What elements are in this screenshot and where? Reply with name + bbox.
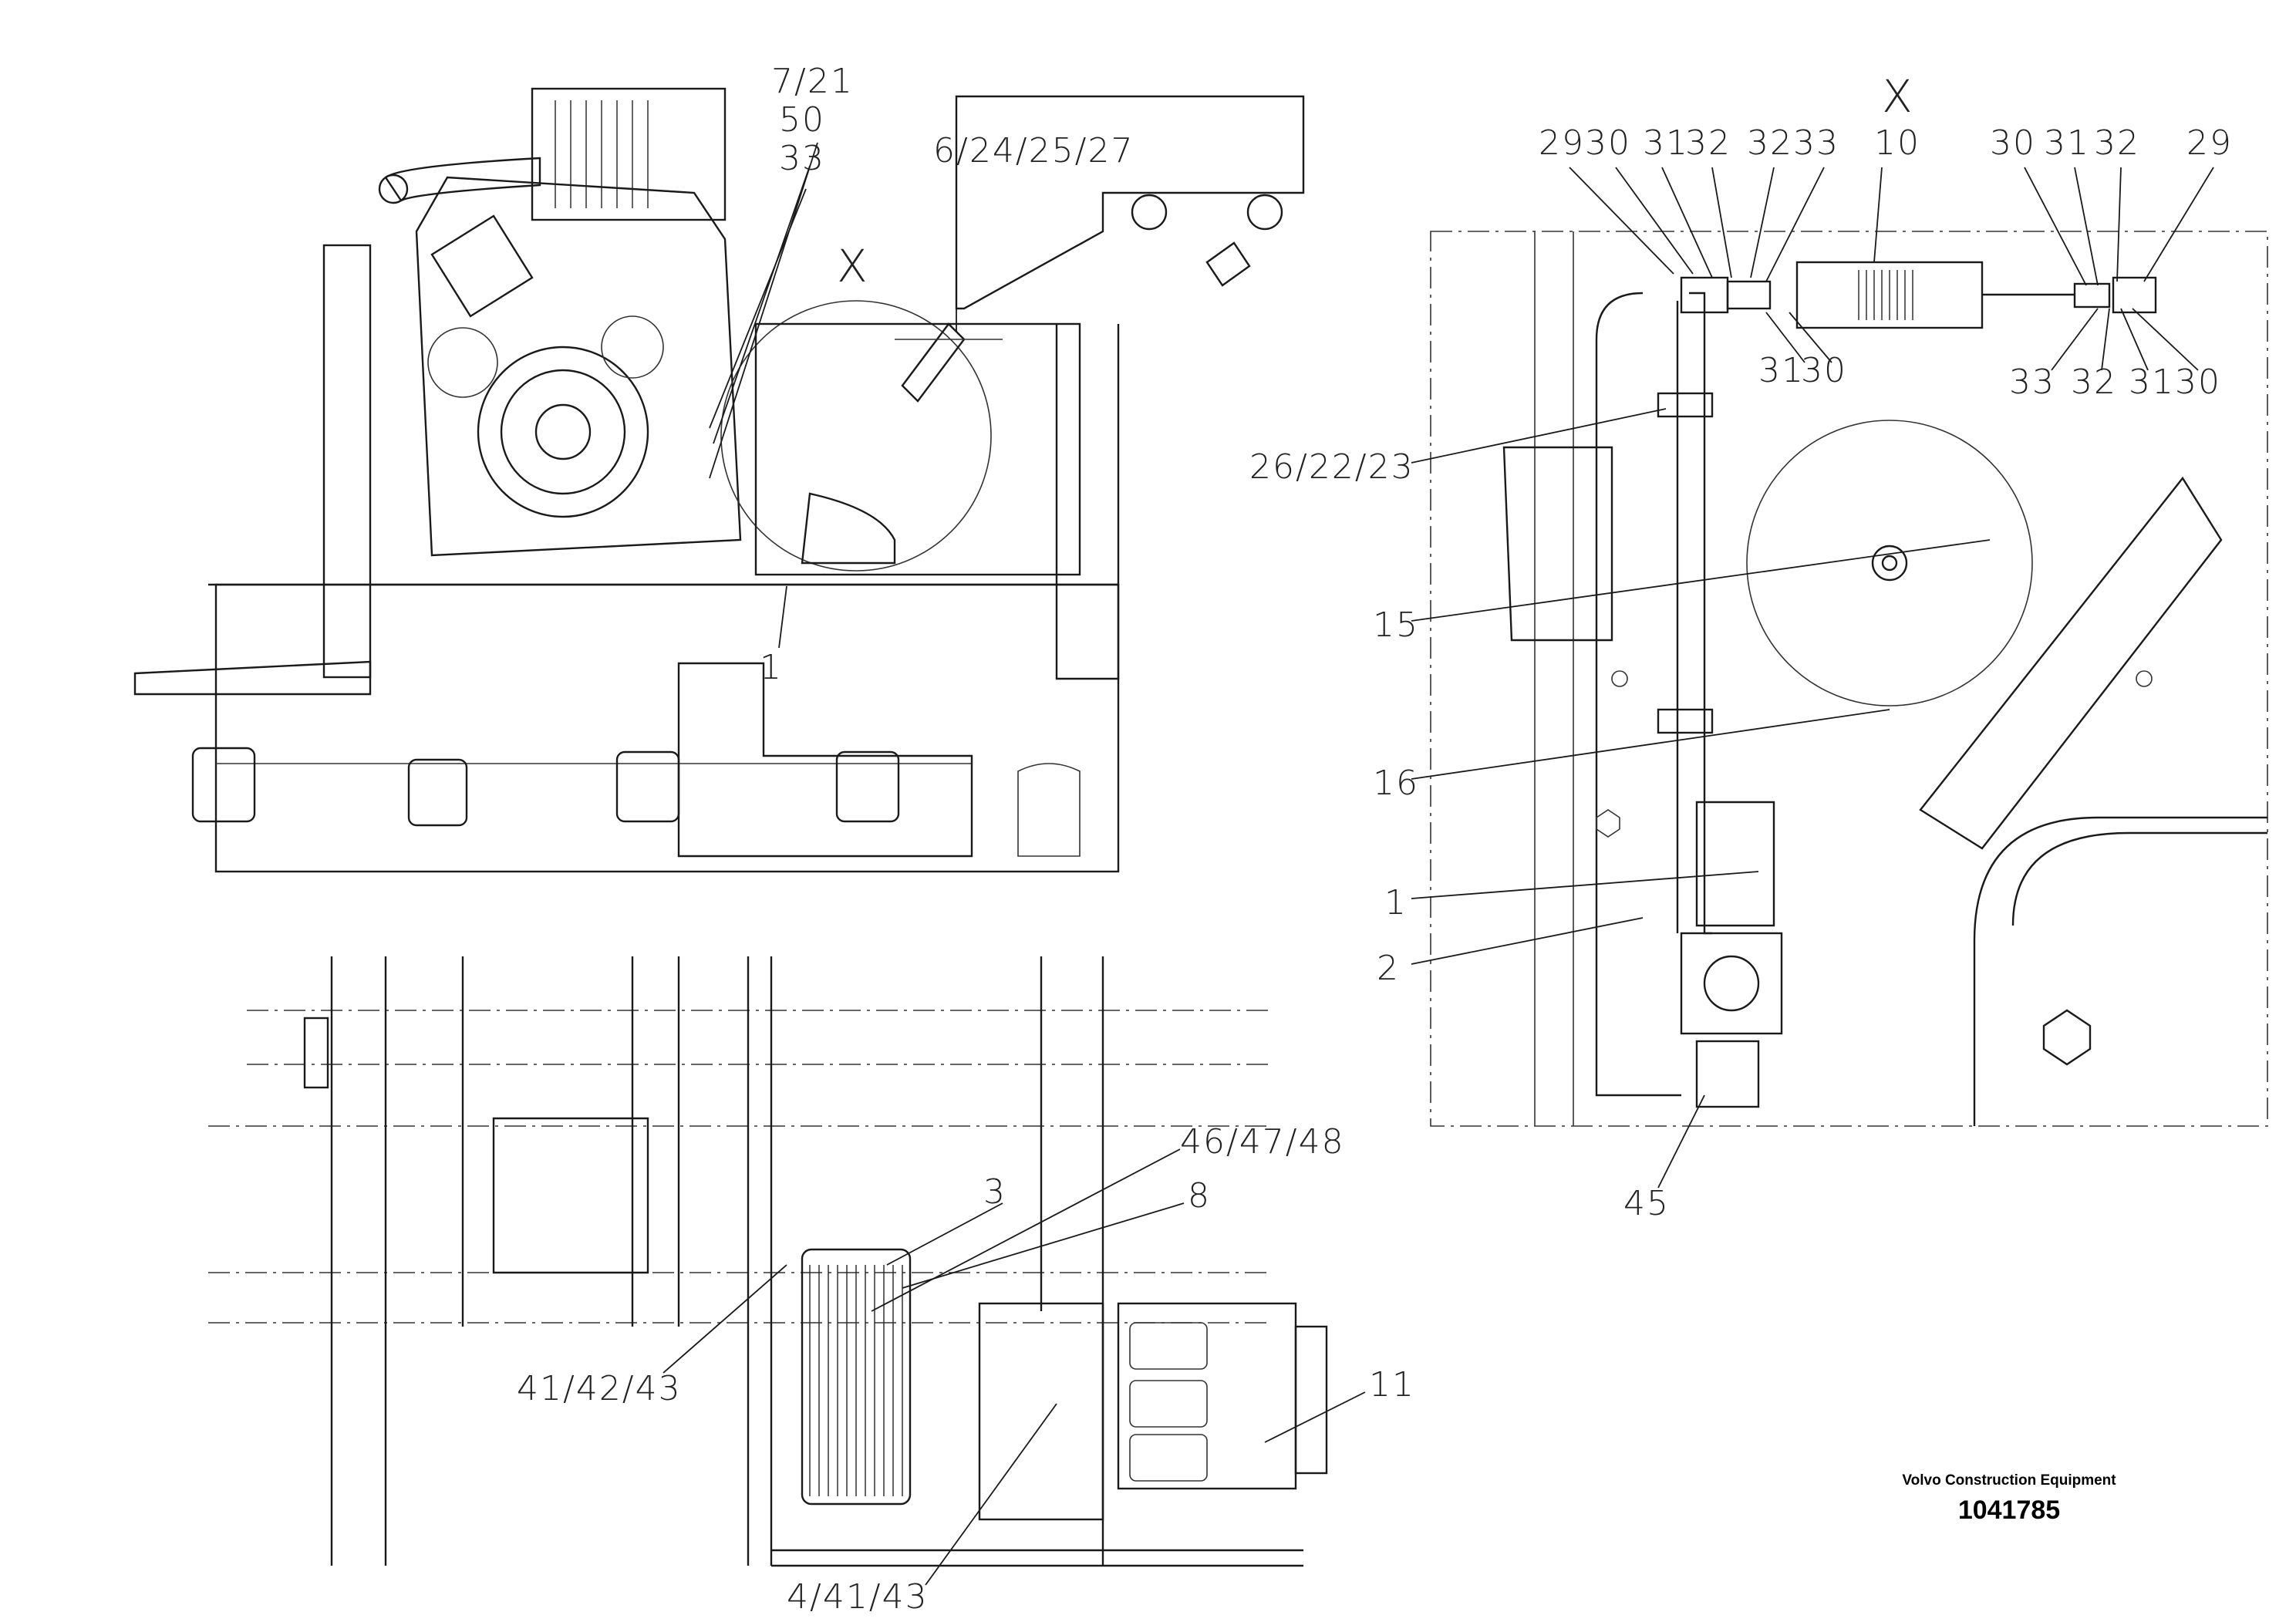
callout-32-lower-right: 32 bbox=[2071, 363, 2117, 402]
side-view bbox=[133, 87, 1305, 873]
callout-3: 3 bbox=[983, 1172, 1006, 1212]
air-filter bbox=[531, 87, 727, 221]
callout-31-lower-left: 31 bbox=[1758, 351, 1805, 390]
callout-4-41-43: 4/41/43 bbox=[787, 1577, 929, 1617]
guard-arm bbox=[1919, 476, 2223, 850]
hydraulic-hose bbox=[1689, 292, 1712, 935]
callout-30-left: 30 bbox=[1585, 123, 1631, 163]
company-name: Volvo Construction Equipment bbox=[1902, 1472, 2116, 1489]
callout-10: 10 bbox=[1874, 123, 1920, 163]
callout-33-left: 33 bbox=[1793, 123, 1839, 163]
hydraulic-tank-outline bbox=[720, 300, 992, 572]
callout-6-24-25-27: 6/24/25/27 bbox=[933, 131, 1134, 170]
callout-1-detail: 1 bbox=[1384, 883, 1408, 922]
callout-1-side: 1 bbox=[760, 648, 783, 687]
callout-2: 2 bbox=[1377, 949, 1400, 988]
title-block: Volvo Construction Equipment 1041785 bbox=[1882, 1472, 2136, 1527]
callout-31-right: 31 bbox=[2044, 123, 2090, 163]
callout-31-lower-right: 31 bbox=[2129, 363, 2175, 402]
callout-16: 16 bbox=[1373, 764, 1419, 803]
counterweight-bracket bbox=[955, 95, 1305, 310]
engine-pulley bbox=[477, 346, 649, 518]
top-view bbox=[208, 956, 1328, 1567]
document-number: 1041785 bbox=[1957, 1496, 2061, 1525]
leader-lines bbox=[663, 142, 2214, 1586]
callout-41-42-43: 41/42/43 bbox=[517, 1369, 682, 1408]
chassis-frame bbox=[214, 583, 1120, 873]
view-mark-side: X bbox=[837, 240, 868, 292]
callout-29-right: 29 bbox=[2186, 123, 2233, 163]
oil-cooler bbox=[801, 1248, 912, 1506]
view-mark-detail: X bbox=[1882, 70, 1913, 123]
callout-30-lower-right: 30 bbox=[2175, 363, 2221, 402]
callout-32-left-a: 32 bbox=[1685, 123, 1731, 163]
tank-circle bbox=[1746, 420, 2033, 706]
callout-15: 15 bbox=[1373, 605, 1419, 645]
callout-labels: X X 7/21 50 33 6/24/25/27 1 29 30 31 32 … bbox=[517, 62, 2233, 1617]
callout-8: 8 bbox=[1188, 1176, 1211, 1216]
detail-frame bbox=[1430, 231, 2268, 1127]
callout-11: 11 bbox=[1369, 1365, 1415, 1404]
intake-pipe bbox=[384, 157, 541, 202]
callout-45: 45 bbox=[1623, 1184, 1670, 1223]
callout-50: 50 bbox=[779, 100, 825, 140]
callout-7-21: 7/21 bbox=[771, 62, 854, 101]
callout-30-lower-left: 30 bbox=[1801, 351, 1847, 390]
callout-31-left: 31 bbox=[1643, 123, 1689, 163]
callout-33-lower-right: 33 bbox=[2009, 363, 2055, 402]
callout-32-left-b: 32 bbox=[1747, 123, 1793, 163]
callout-46-47-48: 46/47/48 bbox=[1180, 1122, 1345, 1162]
callout-26-22-23: 26/22/23 bbox=[1249, 447, 1414, 487]
callout-29-left: 29 bbox=[1539, 123, 1585, 163]
engine-block bbox=[415, 176, 742, 557]
detail-view-x bbox=[1430, 231, 2268, 1127]
callout-32-right: 32 bbox=[2094, 123, 2140, 163]
callout-33-top: 33 bbox=[779, 139, 825, 178]
callout-30-right: 30 bbox=[1990, 123, 2036, 163]
